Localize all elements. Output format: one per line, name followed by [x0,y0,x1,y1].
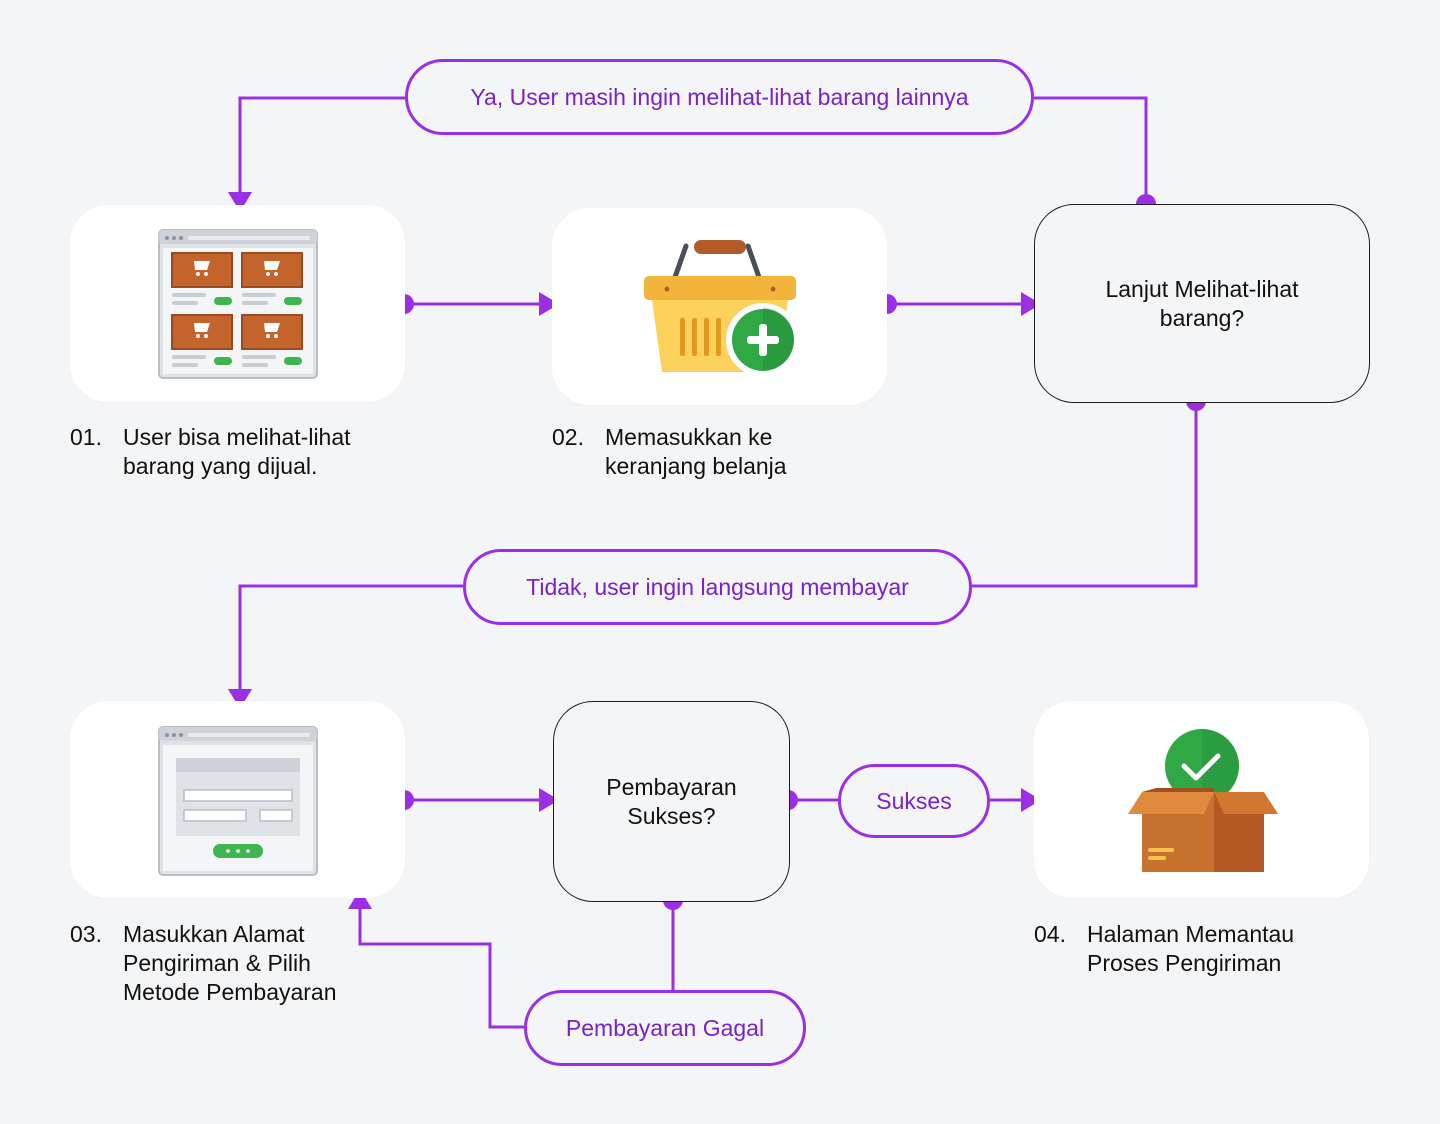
label-success: Sukses [838,764,990,838]
label-loop-back: Ya, User masih ingin melihat-lihat baran… [405,59,1034,135]
step4-number: 04. [1034,921,1066,947]
connector-failed-step3 [358,907,524,1029]
label-to-payment: Tidak, user ingin langsung membayar [463,549,972,625]
shopping-basket-add-icon [644,240,800,376]
arrowhead-step4 [1021,788,1041,812]
arrowhead-payment [539,788,559,812]
product-catalog-icon [158,229,318,379]
step3-text: Masukkan Alamat Pengiriman & Pilih Metod… [123,921,337,1005]
decision-continue-browsing: Lanjut Melihat-lihat barang? [1034,204,1370,403]
checkout-form-icon [158,726,318,876]
step2-caption: 02. Memasukkan ke keranjang belanja [552,423,787,481]
connector-decision-no [972,401,1198,588]
decision-continue-browsing-text: Lanjut Melihat-lihat barang? [1105,275,1299,331]
arrowhead-step2 [539,292,559,316]
label-failed: Pembayaran Gagal [524,990,806,1066]
delivered-box-check-icon [1128,729,1278,872]
arrowhead-decision1 [1021,292,1041,316]
connector-loop-back [1034,96,1148,204]
connector-loop-back-to-step1 [238,96,405,196]
step1-caption: 01. User bisa melihat-lihat barang yang … [70,423,351,481]
step2-number: 02. [552,424,584,450]
step1-number: 01. [70,424,102,450]
step4-caption: 04. Halaman Memantau Proses Pengiriman [1034,920,1294,978]
decision-payment-success: Pembayaran Sukses? [553,701,790,902]
step1-text: User bisa melihat-lihat barang yang diju… [123,424,351,479]
connector-no-to-step3 [238,584,463,693]
step4-text: Halaman Memantau Proses Pengiriman [1087,921,1295,976]
decision-payment-success-text: Pembayaran Sukses? [606,773,737,829]
step3-number: 03. [70,921,102,947]
arrowhead-step3 [228,689,252,709]
step3-caption: 03. Masukkan Alamat Pengiriman & Pilih M… [70,920,337,1007]
step2-text: Memasukkan ke keranjang belanja [605,424,787,479]
arrowhead-step1 [228,192,252,212]
arrowhead-retry [348,889,372,909]
